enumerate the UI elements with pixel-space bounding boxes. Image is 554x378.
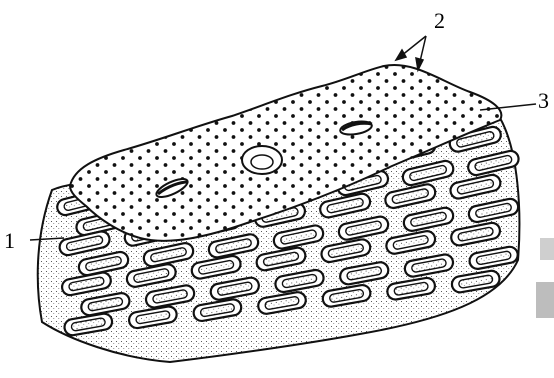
scan-smudge: [536, 238, 554, 318]
callout-label-1: 1: [4, 230, 15, 252]
callout-label-3: 3: [538, 90, 549, 112]
callout-label-2: 2: [434, 10, 445, 32]
